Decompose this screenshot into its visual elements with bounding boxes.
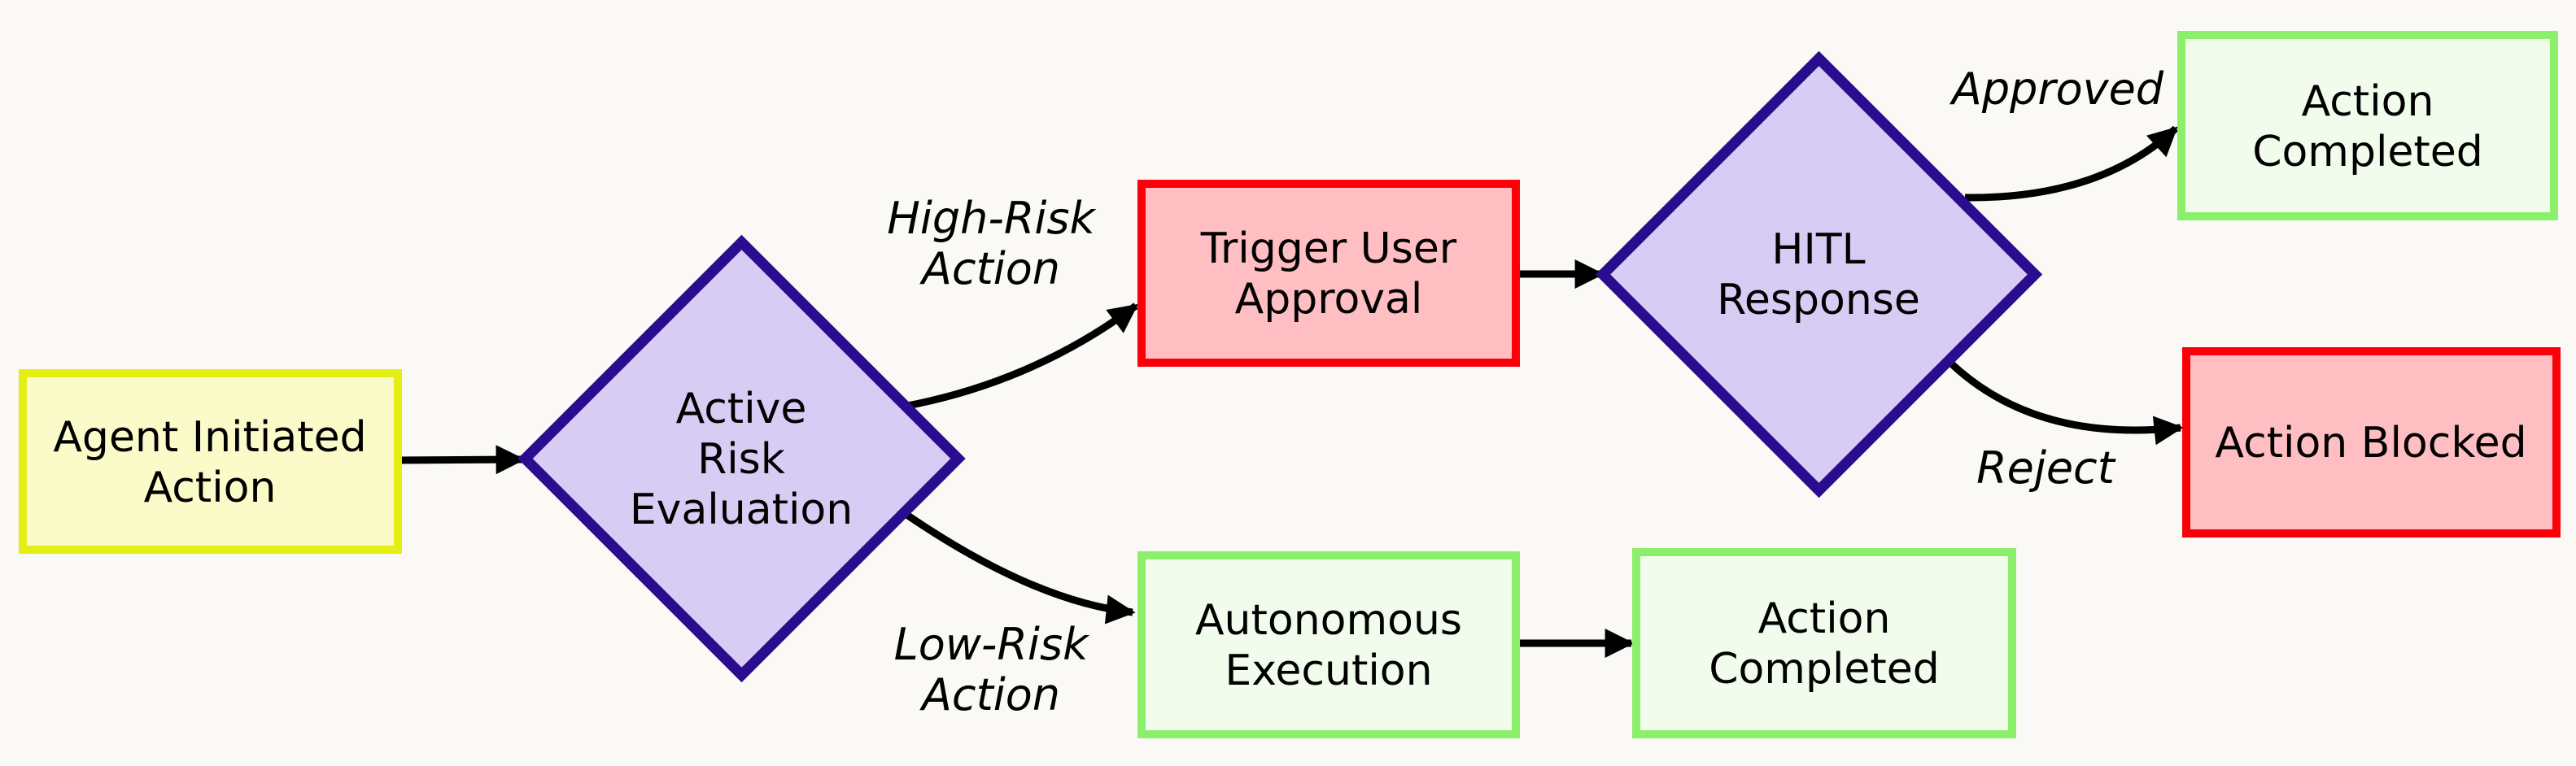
edge-labels: High-Risk Action Low-Risk Action Approve…	[887, 63, 2164, 720]
node-action-completed-top-label-line1: Action	[2302, 77, 2434, 126]
node-agent-initiated-action-label-line2: Action	[144, 464, 277, 512]
node-action-completed-bottom-box	[1632, 548, 2016, 738]
edge-hitl-to-blocked	[1946, 359, 2184, 446]
node-autonomous-execution: Autonomous Execution	[1137, 551, 1520, 738]
node-autonomous-execution-label-line1: Autonomous	[1195, 596, 1462, 645]
edge-risk-eval-to-trigger	[902, 302, 1138, 411]
node-hitl-response: HITL Response	[1595, 50, 2043, 498]
node-action-completed-top-label-line2: Completed	[2252, 128, 2483, 176]
node-action-blocked: Action Blocked	[2182, 347, 2561, 538]
node-agent-initiated-action: Agent Initiated Action	[19, 369, 402, 554]
edge-label-high-risk-line1: High-Risk	[887, 193, 1097, 244]
node-trigger-user-approval-label-line1: Trigger User	[1200, 224, 1457, 273]
edge-label-approved: Approved	[1949, 63, 2164, 115]
node-active-risk-evaluation-label-line3: Evaluation	[630, 485, 853, 534]
edge-label-reject: Reject	[1976, 442, 2116, 494]
node-action-completed-bottom-label-line2: Completed	[1709, 645, 1940, 694]
edge-label-low-risk-line2: Action	[919, 669, 1060, 720]
node-action-blocked-label-line1: Action Blocked	[2215, 419, 2526, 468]
edge-label-high-risk-line2: Action	[919, 243, 1060, 294]
node-autonomous-execution-box	[1137, 551, 1520, 738]
node-trigger-user-approval: Trigger User Approval	[1137, 180, 1520, 367]
node-active-risk-evaluation-label-line1: Active	[676, 385, 807, 433]
edges	[397, 125, 2184, 658]
node-action-completed-bottom: Action Completed	[1632, 548, 2016, 738]
node-hitl-response-label-line2: Response	[1717, 276, 1920, 324]
node-active-risk-evaluation: Active Risk Evaluation	[517, 234, 966, 683]
node-agent-initiated-action-label-line1: Agent Initiated	[53, 413, 366, 462]
node-active-risk-evaluation-label-line2: Risk	[697, 435, 785, 484]
node-agent-initiated-action-box	[19, 369, 402, 554]
edge-hitl-to-completed-top	[1964, 125, 2179, 202]
edge-risk-eval-to-autonomous	[901, 509, 1136, 625]
node-action-completed-top-box	[2177, 31, 2558, 220]
edge-label-low-risk-line1: Low-Risk	[894, 619, 1090, 670]
edge-agent-to-risk-eval	[397, 445, 526, 475]
node-hitl-response-diamond	[1595, 50, 2043, 498]
node-action-blocked-box	[2182, 347, 2561, 538]
node-trigger-user-approval-box	[1137, 180, 1520, 367]
node-trigger-user-approval-label-line2: Approval	[1235, 275, 1423, 324]
node-hitl-response-label-line1: HITL	[1771, 225, 1865, 274]
node-action-completed-top: Action Completed	[2177, 31, 2558, 220]
node-active-risk-evaluation-diamond	[517, 234, 966, 683]
node-autonomous-execution-label-line2: Execution	[1225, 646, 1432, 695]
node-action-completed-bottom-label-line1: Action	[1758, 594, 1891, 643]
